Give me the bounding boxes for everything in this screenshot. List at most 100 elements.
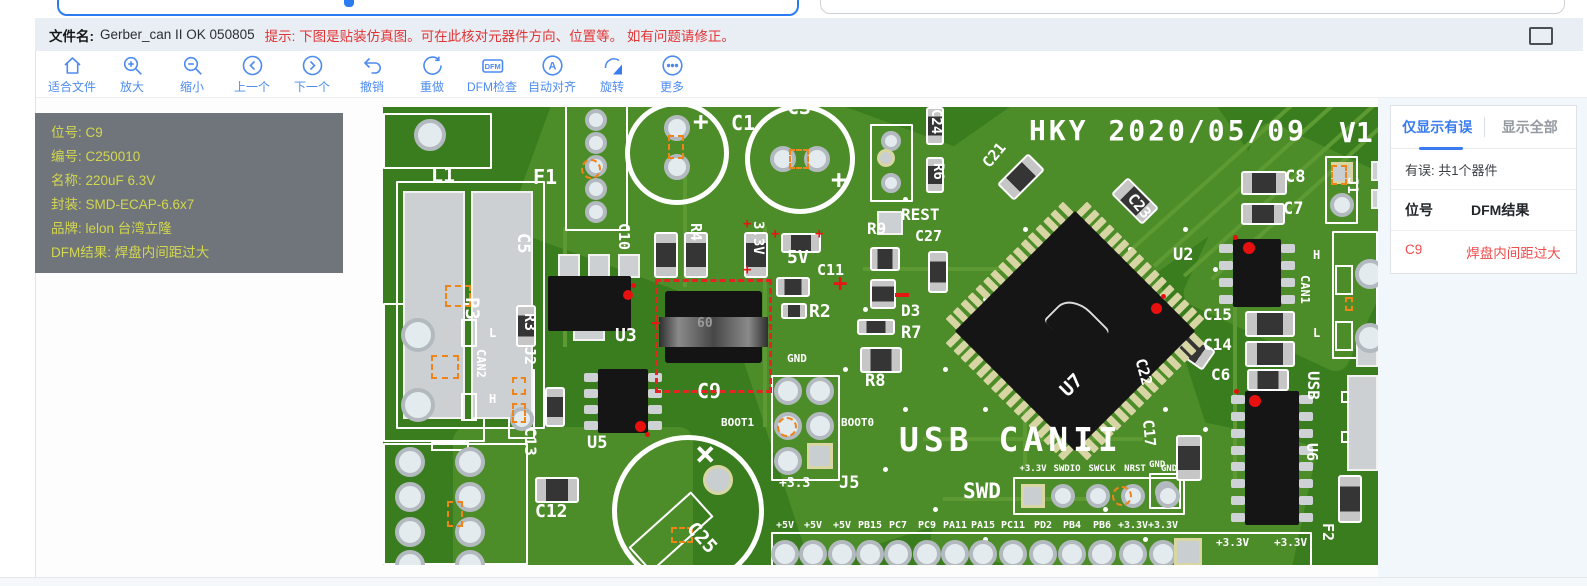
- component-body: [1347, 375, 1378, 471]
- silk-label: C24: [928, 109, 944, 135]
- toolbar-item-zoom-in[interactable]: 放大: [102, 54, 162, 95]
- tab-show-all[interactable]: 显示全部: [1501, 119, 1558, 135]
- silk-label: +: [831, 165, 847, 195]
- trace: [683, 167, 687, 287]
- silk-label: +: [743, 262, 752, 278]
- smd-component: [781, 233, 821, 253]
- tab-show-errors-only[interactable]: 仅显示有误: [1402, 119, 1473, 135]
- through-hole-pad: [585, 132, 607, 154]
- silk-label: PB6: [1092, 520, 1112, 531]
- silk-outline: [1325, 156, 1358, 224]
- silk-label: +: [693, 107, 709, 137]
- through-hole-pad: [1149, 540, 1177, 565]
- component-body: [558, 254, 580, 278]
- via: [1203, 427, 1208, 432]
- silk-label: F2: [1319, 523, 1337, 542]
- silk-label: D3: [901, 301, 921, 320]
- content-left-border: [35, 18, 36, 577]
- ic-pin: [1299, 479, 1313, 489]
- silk-label: C3: [787, 107, 812, 119]
- toolbar-item-label: 自动对齐: [527, 79, 576, 94]
- smd-component: [926, 157, 944, 193]
- silk-label: +3.3V: [1117, 520, 1149, 531]
- through-hole-pad: [881, 131, 901, 151]
- through-hole-pad: [884, 540, 912, 565]
- toolbar-item-rotate[interactable]: 旋转: [582, 54, 642, 95]
- via: [883, 467, 888, 472]
- top-card-active[interactable]: [57, 0, 799, 16]
- toolbar-item-label: 适合文件: [47, 79, 96, 94]
- through-hole-pad: [1029, 540, 1057, 565]
- smd-component: [516, 305, 536, 347]
- tooltip-line: 封装: SMD-ECAP-6.6x7: [51, 197, 195, 212]
- toolbar-item-undo[interactable]: 撤销: [342, 54, 402, 95]
- through-hole-pad: [455, 517, 485, 547]
- through-hole-pad: [799, 540, 827, 565]
- active-tab-underline: [1419, 147, 1463, 150]
- through-hole-pad: [1355, 259, 1378, 289]
- connector-key: [431, 441, 469, 451]
- via: [843, 367, 848, 372]
- ic-pin: [1231, 479, 1245, 489]
- smd-component: [928, 251, 948, 293]
- electrolytic-cap-outline: [612, 435, 764, 565]
- ic-pin: [1219, 260, 1233, 270]
- ic-body: [548, 276, 631, 331]
- through-hole-pad: [1058, 540, 1086, 565]
- connector-key: [461, 319, 477, 347]
- smd-component: [1338, 475, 1362, 523]
- through-hole-pad: [585, 201, 607, 223]
- svg-text:DFM: DFM: [484, 62, 500, 71]
- via: [863, 307, 868, 312]
- silk-label: 3.3V: [750, 221, 766, 255]
- toolbar-item-label: 放大: [119, 79, 144, 94]
- smd-component: [857, 319, 895, 335]
- orientation-dot: [1161, 294, 1166, 299]
- component-body: [877, 211, 903, 235]
- undo-icon: [363, 57, 381, 74]
- result-table-header: 位号 DFM结果: [1391, 190, 1576, 231]
- toolbar-item-zoom-out[interactable]: 缩小: [162, 54, 222, 95]
- through-hole-pad: [401, 388, 435, 422]
- maximize-icon[interactable]: [1529, 27, 1553, 45]
- silk-label: +3.3: [779, 476, 811, 491]
- silk-label: BOOT0: [841, 416, 875, 429]
- smd-component: [654, 232, 678, 278]
- silk-label: NRST: [1124, 464, 1146, 474]
- through-hole-pad: [999, 540, 1027, 565]
- silk-label: C14: [1203, 335, 1232, 354]
- next-icon: [302, 55, 322, 75]
- silk-label: R2: [809, 301, 831, 322]
- silk-label: +5V: [775, 520, 795, 531]
- silk-label: PC9: [917, 520, 937, 531]
- ic-body: [1245, 391, 1299, 525]
- through-hole-pad: [395, 447, 425, 477]
- silk-label: +3.3V: [1216, 536, 1250, 549]
- smd-component: [545, 387, 565, 427]
- toolbar-item-fit-file[interactable]: 适合文件: [42, 54, 102, 95]
- silk-label: GND: [787, 352, 807, 365]
- silk-label: +3.3V: [1147, 520, 1179, 531]
- silk-label: J2: [521, 347, 539, 366]
- silk-label: C13: [521, 427, 540, 456]
- toolbar-item-next[interactable]: 下一个: [282, 54, 342, 95]
- dfm-highlight-marker: [447, 501, 463, 527]
- toolbar-item-prev[interactable]: 上一个: [222, 54, 282, 95]
- orientation-dot: [1243, 242, 1255, 254]
- smd-component: [781, 303, 807, 319]
- dfm-highlight-marker: [1331, 165, 1347, 185]
- ic-pin: [1231, 495, 1245, 505]
- error-result: 焊盘内间距过大: [1466, 246, 1561, 261]
- silk-label: PD2: [1033, 520, 1053, 531]
- silk-label: J1: [1344, 177, 1360, 194]
- toolbar-item-more[interactable]: 更多: [642, 54, 702, 95]
- top-card-inactive[interactable]: [820, 0, 1565, 14]
- toolbar-item-redo[interactable]: 重做: [402, 54, 462, 95]
- silk-label: PA11: [942, 520, 968, 531]
